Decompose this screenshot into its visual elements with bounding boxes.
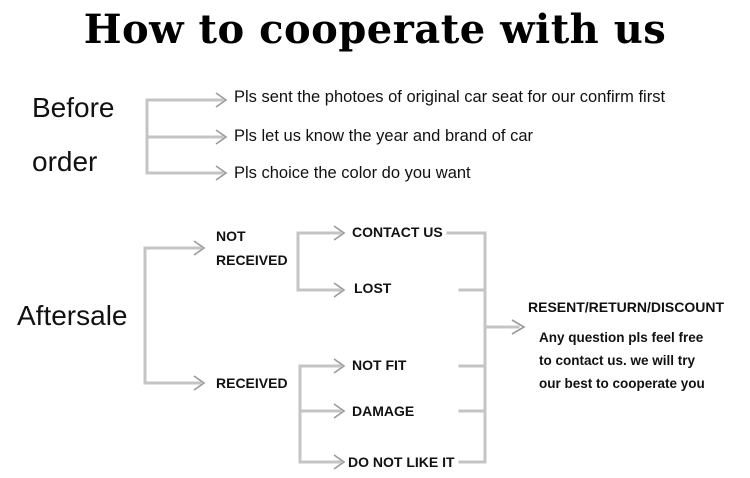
outcome-damage: DAMAGE (352, 403, 415, 419)
page-title: How to cooperate with us (83, 6, 667, 53)
outcome-contact-us: CONTACT US (352, 224, 443, 240)
before-order-label-line2: order (32, 146, 98, 177)
outcome-lost: LOST (354, 280, 392, 296)
before-order-item-color: Pls choice the color do you want (234, 164, 471, 182)
before-order-item-photos: Pls sent the photoes of original car sea… (234, 88, 666, 106)
resolution-note-line1: Any question pls feel free (539, 330, 704, 345)
arrowhead-icon (333, 454, 346, 470)
resolution-note-line3: our best to cooperate you (539, 376, 705, 391)
arrowhead-icon (333, 403, 346, 419)
resolution-label: RESENT/RETURN/DISCOUNT (528, 299, 725, 315)
resolution-note-line2: to contact us. we will try (539, 353, 696, 368)
arrowhead-icon (193, 240, 206, 256)
aftersale-label: Aftersale (17, 300, 128, 331)
node-received: RECEIVED (216, 375, 288, 391)
outcome-not-fit: NOT FIT (352, 357, 407, 373)
outcome-do-not-like-it: DO NOT LIKE IT (348, 454, 455, 470)
arrowhead-icon (333, 282, 346, 298)
arrowhead-icon (193, 375, 206, 391)
arrowhead-icon (511, 319, 526, 335)
arrowhead-icon (215, 129, 228, 145)
node-not-received-line2: RECEIVED (216, 252, 288, 268)
arrowhead-icon (215, 165, 228, 181)
arrowhead-icon (333, 358, 346, 374)
before-order-label-line1: Before (32, 92, 115, 123)
arrowhead-icon (215, 92, 228, 108)
arrowhead-icon (333, 225, 346, 241)
node-not-received-line1: NOT (216, 228, 246, 244)
before-order-item-car-info: Pls let us know the year and brand of ca… (234, 127, 533, 145)
